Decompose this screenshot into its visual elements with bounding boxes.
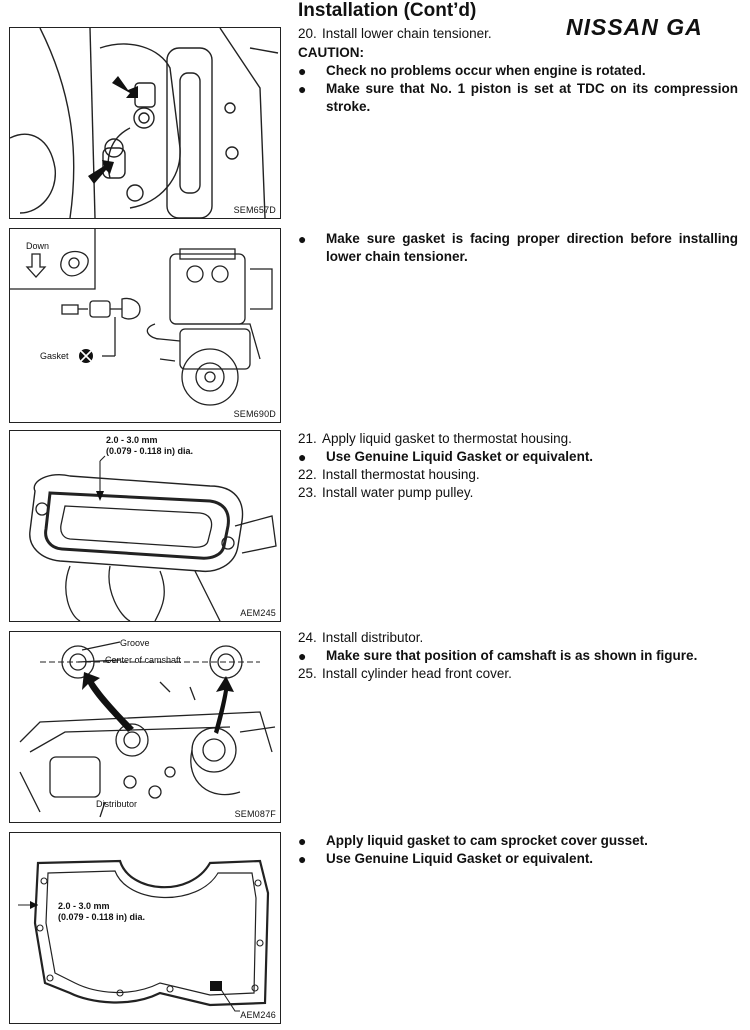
label-gasket: Gasket [40, 351, 69, 361]
bullet-icon: ● [298, 231, 307, 247]
bullet-item: ● Use Genuine Liquid Gasket or equivalen… [298, 448, 738, 466]
step-text: Install water pump pulley. [322, 485, 474, 500]
figure-cam-sprocket-cover: 2.0 - 3.0 mm (0.079 - 0.118 in) dia. AEM… [9, 832, 281, 1024]
section-caution: CAUTION: ● Check no problems occur when … [298, 44, 738, 116]
bullet-item: ● Make sure gasket is facing proper dire… [298, 230, 738, 266]
figure-code: AEM245 [240, 608, 276, 618]
bullet-text: Make sure that No. 1 piston is set at TD… [326, 81, 738, 114]
figure-camshaft-position: Groove Center of camshaft Distributor SE… [9, 631, 281, 823]
cam-sprocket-cover-illustration [18, 859, 270, 1012]
label-bead-size-in: (0.079 - 0.118 in) dia. [58, 912, 146, 922]
section-cam-sprocket-cover: ● Apply liquid gasket to cam sprocket co… [298, 832, 738, 868]
thermostat-housing-illustration [29, 455, 277, 621]
step-23: 23. Install water pump pulley. [298, 484, 738, 502]
step-number: 23. [298, 485, 317, 500]
bullet-text: Apply liquid gasket to cam sprocket cove… [326, 833, 648, 848]
figure-code: SEM657D [233, 205, 276, 215]
step-number: 25. [298, 666, 317, 681]
figure-code: AEM246 [240, 1010, 276, 1020]
label-bead-size-in: (0.079 - 0.118 in) dia. [106, 446, 194, 456]
brand-mark: NISSAN GA [566, 14, 703, 40]
label-distributor: Distributor [96, 799, 138, 809]
figure-code: SEM690D [233, 409, 276, 419]
section-gasket-direction: ● Make sure gasket is facing proper dire… [298, 230, 738, 266]
step-text: Install distributor. [322, 630, 424, 645]
figure-thermostat-housing: 2.0 - 3.0 mm (0.079 - 0.118 in) dia. AEM… [9, 430, 281, 622]
page-title: Installation (Cont’d) [298, 0, 477, 21]
step-24: 24. Install distributor. [298, 629, 738, 647]
label-groove: Groove [120, 638, 150, 648]
bullet-icon: ● [298, 648, 307, 664]
step-text: Install cylinder head front cover. [322, 666, 512, 681]
label-bead-size: 2.0 - 3.0 mm [58, 901, 110, 911]
label-down: Down [26, 241, 50, 251]
figure-lower-chain-tensioner: SEM657D [9, 27, 281, 219]
bullet-icon: ● [298, 81, 307, 97]
bullet-item: ● Check no problems occur when engine is… [298, 62, 738, 80]
step-number: 24. [298, 630, 317, 645]
tensioner-exploded-illustration [10, 229, 273, 406]
bullet-text: Make sure gasket is facing proper direct… [326, 231, 738, 264]
bullet-text: Check no problems occur when engine is r… [326, 63, 646, 78]
bullet-text: Make sure that position of camshaft is a… [326, 648, 698, 663]
step-number: 21. [298, 431, 317, 446]
step-text: Install lower chain tensioner. [322, 26, 492, 41]
step-text: Install thermostat housing. [322, 467, 480, 482]
caution-label: CAUTION: [298, 45, 364, 60]
bullet-item: ● Make sure that position of camshaft is… [298, 647, 738, 665]
bullet-item: ● Apply liquid gasket to cam sprocket co… [298, 832, 738, 850]
bullet-item: ● Use Genuine Liquid Gasket or equivalen… [298, 850, 738, 868]
figure-code: SEM087F [234, 809, 276, 819]
bullet-icon: ● [298, 63, 307, 79]
bullet-item: ● Make sure that No. 1 piston is set at … [298, 80, 738, 116]
camshaft-distributor-illustration [19, 641, 276, 818]
step-text: Apply liquid gasket to thermostat housin… [322, 431, 572, 446]
step-22: 22. Install thermostat housing. [298, 466, 738, 484]
step-number: 20. [298, 26, 317, 41]
engine-illustration [10, 28, 279, 218]
step-25: 25. Install cylinder head front cover. [298, 665, 738, 683]
section-step-20: 20. Install lower chain tensioner. [298, 25, 578, 43]
figure-gasket-direction: Down Gasket SEM690D [9, 228, 281, 423]
label-bead-size: 2.0 - 3.0 mm [106, 435, 158, 445]
bullet-text: Use Genuine Liquid Gasket or equivalent. [326, 449, 594, 464]
section-steps-21-23: 21. Apply liquid gasket to thermostat ho… [298, 430, 738, 502]
bullet-icon: ● [298, 833, 307, 849]
bullet-text: Use Genuine Liquid Gasket or equivalent. [326, 851, 594, 866]
section-steps-24-25: 24. Install distributor. ● Make sure tha… [298, 629, 738, 683]
label-center-of-camshaft: Center of camshaft [105, 655, 182, 665]
step-21: 21. Apply liquid gasket to thermostat ho… [298, 430, 738, 448]
step-number: 22. [298, 467, 317, 482]
bullet-icon: ● [298, 449, 307, 465]
bullet-icon: ● [298, 851, 307, 867]
step-20: 20. Install lower chain tensioner. [298, 25, 578, 43]
